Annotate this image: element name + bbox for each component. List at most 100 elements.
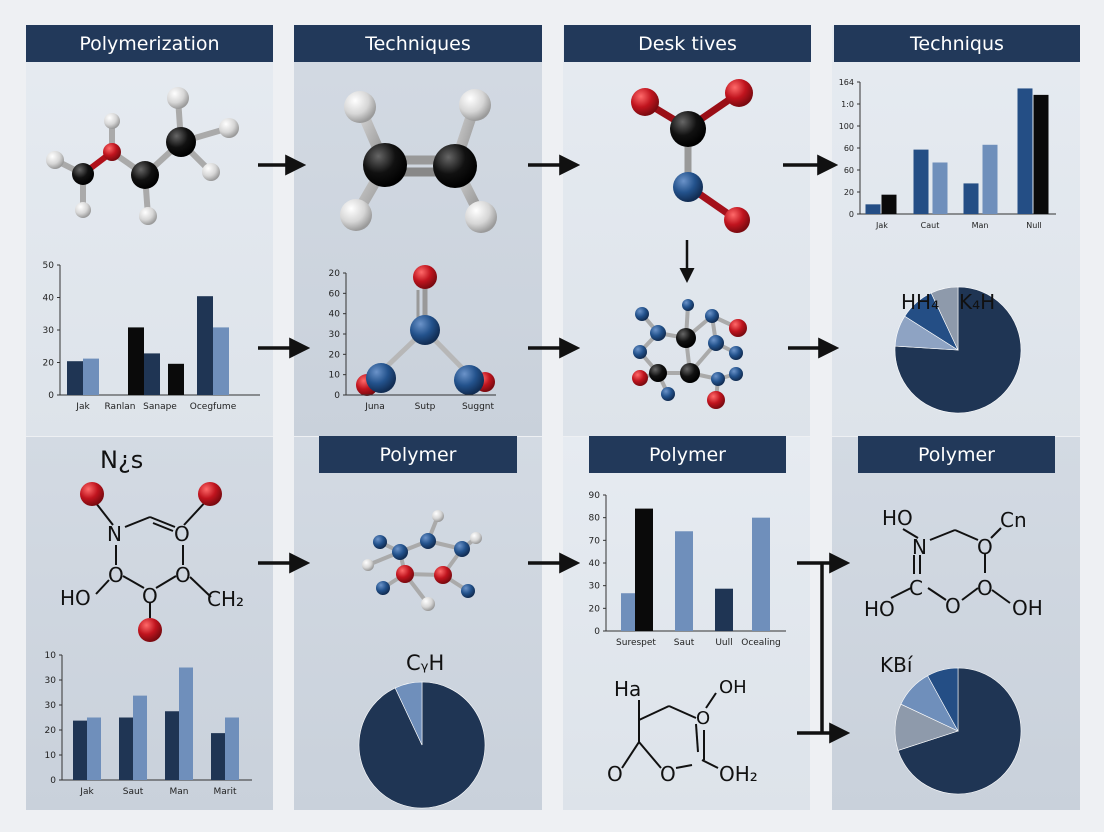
label-oh-right: OH	[1012, 596, 1043, 620]
x-tick-label: Juna	[364, 402, 385, 412]
label-o-bottom-2: O	[607, 762, 623, 786]
x-tick-label: Saut	[123, 787, 144, 797]
x-tick-label: Man	[972, 221, 989, 230]
label-nus: N¿s	[100, 446, 144, 474]
y-tick-label: 20	[844, 188, 854, 197]
label-k4h: K₄H	[959, 290, 996, 314]
y-tick-label: 0	[594, 627, 600, 637]
bar	[635, 508, 653, 631]
label-n: N	[107, 522, 122, 546]
bar	[865, 204, 881, 214]
bar	[67, 361, 83, 395]
bar	[87, 717, 101, 780]
formula-left-atoms	[80, 482, 222, 642]
chart-7	[358, 681, 486, 809]
x-tick-label: Jak	[75, 402, 90, 412]
y-tick-label: 10	[45, 751, 57, 761]
label-o-right-2: O	[945, 594, 961, 618]
header-techniqus: Techniqus	[834, 25, 1080, 62]
y-tick-label: 100	[839, 122, 854, 131]
label-kbi: KBí	[880, 653, 913, 677]
x-tick-label: Man	[170, 787, 189, 797]
y-tick-label: 30	[43, 326, 55, 336]
label-oh-bottom: OH	[719, 677, 747, 698]
x-tick-label: Ocealing	[741, 638, 781, 648]
bar	[83, 358, 99, 395]
y-tick-label: 0	[849, 210, 854, 219]
y-tick-label: 40	[43, 294, 55, 304]
label-o-bottom-3: O	[660, 762, 676, 786]
label-cn: Cn	[1000, 508, 1027, 532]
label-ch2: CH₂	[207, 587, 245, 611]
bar	[213, 327, 229, 395]
y-tick-label: 10	[329, 371, 341, 381]
header-polymer-3: Polymer	[858, 436, 1055, 473]
label-o-ring-1: O	[108, 563, 124, 587]
y-tick-label: 60	[844, 166, 854, 175]
label-o-right: O	[977, 535, 993, 559]
y-tick-label: 30	[329, 330, 341, 340]
molecule-ethyl	[46, 87, 239, 225]
x-tick-label: Ocegfume	[190, 402, 237, 412]
header-desk-tives: Desk tives	[564, 25, 811, 62]
x-tick-label: Suggnt	[462, 402, 495, 412]
y-tick-label: 90	[589, 491, 601, 501]
bar	[128, 327, 144, 395]
y-tick-label: 60	[329, 289, 341, 299]
y-tick-label: 1:0	[841, 100, 854, 109]
x-tick-label: Saut	[674, 638, 695, 648]
label-n-right: N	[912, 535, 927, 559]
x-tick-label: Uull	[715, 638, 732, 648]
molecule-small-ring-atoms	[362, 510, 482, 611]
molecule-amide	[356, 265, 495, 396]
label-o-ring-2: O	[175, 563, 191, 587]
bar	[133, 695, 147, 780]
molecule-ring-cluster	[638, 304, 739, 401]
label-o-1: O	[174, 522, 190, 546]
y-tick-label: 20	[329, 350, 341, 360]
pie-slice	[897, 667, 1022, 795]
label-o-ring-3: O	[142, 584, 158, 608]
y-tick-label: 80	[589, 514, 601, 524]
bar	[119, 717, 133, 780]
flow-arrows	[258, 154, 851, 744]
label-ho-top-right: HO	[882, 506, 913, 530]
chart-8	[894, 667, 1022, 795]
bar	[932, 162, 948, 214]
x-tick-label: Sutp	[415, 402, 436, 412]
chart-6	[894, 286, 1022, 414]
bar	[1033, 94, 1049, 214]
bar	[1017, 88, 1033, 214]
bar	[881, 194, 897, 214]
x-tick-label: Sanape	[143, 402, 177, 412]
bar	[211, 733, 225, 780]
y-tick-label: 30	[45, 676, 57, 686]
bar	[73, 720, 87, 780]
bar	[752, 517, 770, 631]
x-tick-label: Surespet	[616, 638, 656, 648]
x-tick-label: Marit	[213, 787, 236, 797]
y-tick-label: 30	[589, 582, 601, 592]
bar	[197, 296, 213, 395]
molecule-carboxyl	[631, 79, 753, 233]
y-tick-label: 20	[45, 726, 57, 736]
label-cgh: CᵧH	[406, 651, 445, 675]
y-tick-label: 50	[43, 261, 55, 271]
x-tick-label: Ranlan	[105, 402, 136, 412]
y-tick-label: 30	[45, 701, 57, 711]
bar	[225, 717, 239, 780]
label-o-bottom-1: O	[696, 708, 711, 729]
structural-formula-right	[890, 527, 1011, 604]
y-tick-label: 10	[45, 651, 57, 661]
x-tick-label: Jak	[875, 221, 888, 230]
structural-formula-bottom	[621, 692, 719, 769]
label-ha: Ha	[614, 677, 642, 701]
y-tick-label: 164	[839, 78, 854, 87]
bar	[165, 711, 179, 780]
y-tick-label: 60	[844, 144, 854, 153]
header-polymerization: Polymerization	[26, 25, 273, 62]
